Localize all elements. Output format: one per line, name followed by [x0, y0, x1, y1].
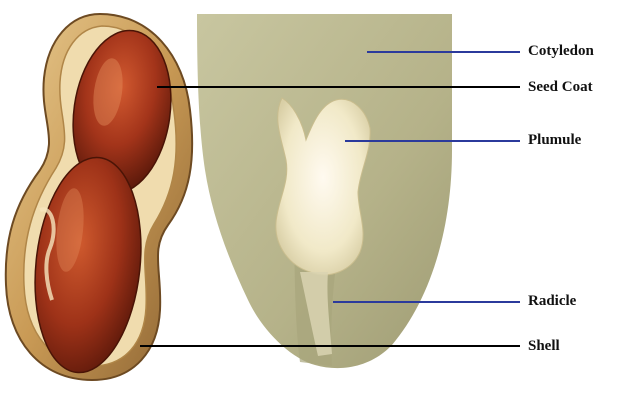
radicle-label: Radicle: [528, 294, 576, 309]
plumule-label: Plumule: [528, 133, 581, 148]
cotyledon-label: Cotyledon: [528, 44, 594, 59]
cotyledon-section-illustration: [197, 14, 452, 368]
shell-label: Shell: [528, 339, 560, 354]
seed-coat-label: Seed Coat: [528, 80, 593, 95]
peanut-pod-illustration: [6, 14, 192, 380]
plumule: [276, 98, 370, 275]
